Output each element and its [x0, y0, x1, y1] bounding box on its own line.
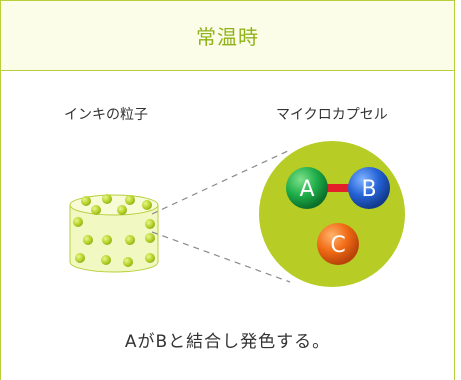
caption-text: AがBと結合し発色する。 — [124, 332, 331, 352]
zoom-line-top — [151, 149, 291, 215]
panel-title: 常温時 — [196, 25, 259, 49]
ink-particles — [73, 194, 155, 267]
zoom-line-bottom — [151, 231, 291, 283]
panel-header: 常温時 — [1, 1, 454, 71]
ink-cylinder — [69, 194, 159, 273]
molecule-c: C — [317, 223, 359, 265]
microcapsule-circle — [259, 141, 405, 287]
microcapsule-label: マイクロカプセル — [276, 107, 388, 123]
molecule-b-ball — [348, 167, 390, 209]
bond-line — [320, 184, 354, 192]
molecule-a: A — [286, 167, 328, 209]
molecule-c-label: C — [330, 233, 345, 258]
molecule-b-label: B — [361, 177, 376, 202]
molecule-a-label: A — [299, 177, 314, 202]
molecule-c-ball — [317, 223, 359, 265]
molecule-b: B — [348, 167, 390, 209]
ink-particles-label: インキの粒子 — [64, 107, 148, 123]
molecule-a-ball — [286, 167, 328, 209]
